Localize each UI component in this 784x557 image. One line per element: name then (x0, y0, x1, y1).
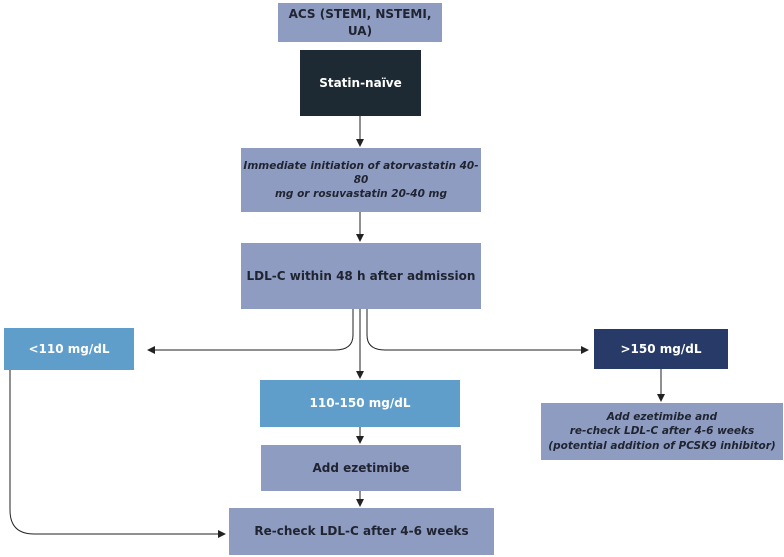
node-gt150-label: >150 mg/dL (620, 341, 702, 356)
node-acs-label: ACS (STEMI, NSTEMI, UA) (288, 7, 432, 38)
node-immediate-line2: mg or rosuvastatin 20-40 mg (274, 188, 447, 201)
node-ezetimibe-pcsk9-line2: re-check LDL-C after 4-6 weeks (569, 425, 755, 438)
node-add-ezetimibe: Add ezetimibe (261, 445, 461, 491)
arrow-lt110-to-recheck (9, 370, 226, 538)
node-recheck: Re-check LDL-C after 4-6 weeks (229, 508, 494, 555)
node-recheck-label: Re-check LDL-C after 4-6 weeks (254, 524, 469, 539)
node-lt110-label: <110 mg/dL (28, 341, 110, 356)
node-gt150: >150 mg/dL (594, 329, 728, 369)
arrow-ldl-to-lt110 (147, 309, 354, 354)
node-statin-naive-label: Statin-naïve (319, 75, 402, 90)
node-ezetimibe-pcsk9: Add ezetimibe and re-check LDL-C after 4… (541, 403, 783, 460)
arrow-ldl-to-gt150 (366, 309, 589, 354)
node-110-150: 110-150 mg/dL (260, 380, 460, 427)
node-statin-naive: Statin-naïve (300, 50, 421, 116)
node-immediate-initiation: Immediate initiation of atorvastatin 40-… (241, 148, 481, 212)
node-acs: ACS (STEMI, NSTEMI, UA) (278, 3, 442, 42)
node-ezetimibe-pcsk9-line3: (potential addition of PCSK9 inhibitor) (548, 439, 776, 452)
node-ezetimibe-pcsk9-line1: Add ezetimibe and (606, 411, 718, 424)
node-ldl-48h-label: LDL-C within 48 h after admission (246, 268, 476, 283)
node-110-150-label: 110-150 mg/dL (309, 396, 411, 411)
node-ldl-48h: LDL-C within 48 h after admission (241, 243, 481, 309)
node-immediate-line1: Immediate initiation of atorvastatin 40-… (243, 159, 479, 186)
node-add-ezetimibe-label: Add ezetimibe (312, 460, 410, 475)
node-lt110: <110 mg/dL (4, 328, 134, 370)
